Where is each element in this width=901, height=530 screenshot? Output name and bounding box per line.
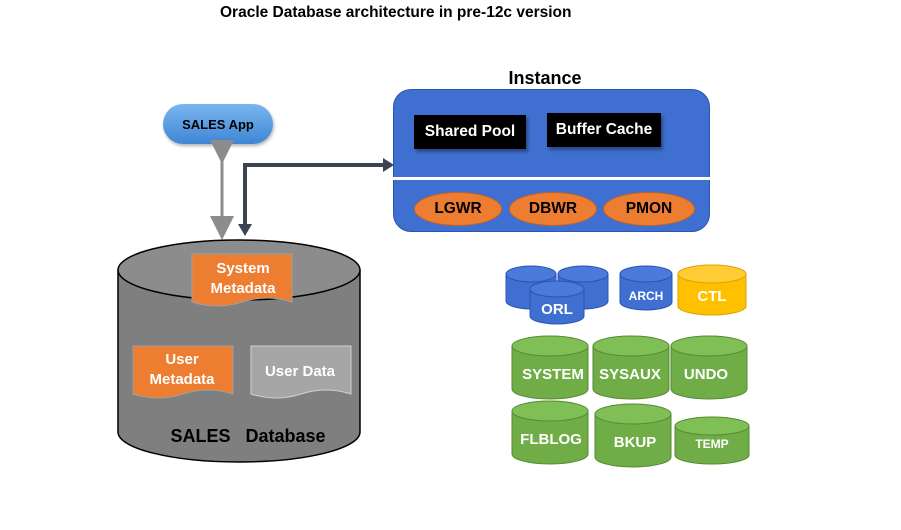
instance-title: Instance — [508, 68, 582, 88]
lgwr-process: LGWR — [414, 192, 502, 226]
user-metadata-line2: Metadata — [149, 371, 215, 388]
shared-pool-box: Shared Pool — [414, 115, 526, 149]
orl-cylinder-front — [529, 280, 585, 325]
bkup-label: BKUP — [614, 434, 657, 451]
database-label: SALES Database — [170, 426, 325, 446]
instance-db-connector — [243, 163, 390, 226]
system-metadata-doc — [191, 253, 293, 307]
ctl-label: CTL — [697, 288, 726, 305]
temp-cylinder — [674, 416, 750, 465]
system-metadata-line1: System — [216, 260, 269, 277]
buffer-cache-box: Buffer Cache — [547, 113, 661, 147]
connector-arrowhead-db — [238, 224, 252, 236]
instance-divider — [393, 177, 710, 180]
connector-arrowhead-instance — [383, 158, 394, 172]
temp-label: TEMP — [695, 437, 728, 451]
system-cylinder — [511, 335, 589, 400]
flblog-cylinder — [511, 400, 589, 465]
system-metadata-line2: Metadata — [210, 280, 276, 297]
system-label: SYSTEM — [522, 366, 584, 383]
bkup-cylinder — [594, 403, 672, 468]
orl-label: ORL — [541, 301, 573, 318]
dbwr-process: DBWR — [509, 192, 597, 226]
sysaux-label: SYSAUX — [599, 366, 661, 383]
ctl-cylinder — [677, 264, 747, 316]
sysaux-cylinder — [592, 335, 670, 400]
flblog-label: FLBLOG — [520, 431, 582, 448]
diagram-title: Oracle Database architecture in pre-12c … — [220, 4, 572, 21]
sales-app-node: SALES App — [163, 104, 273, 144]
pmon-process: PMON — [603, 192, 695, 226]
user-data-label: User Data — [265, 363, 336, 380]
user-metadata-line1: User — [165, 351, 199, 368]
user-data-doc — [250, 345, 352, 399]
user-metadata-doc — [132, 345, 234, 399]
undo-cylinder — [670, 335, 748, 400]
arch-label: ARCH — [629, 289, 664, 303]
undo-label: UNDO — [684, 366, 728, 383]
arch-cylinder — [619, 265, 673, 311]
